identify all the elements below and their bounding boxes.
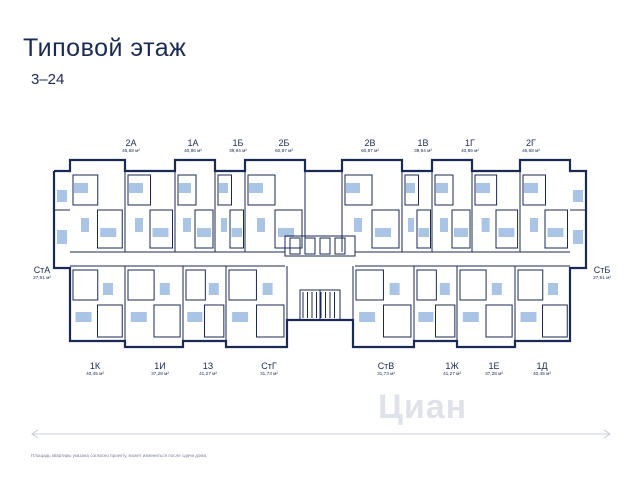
- footnote: Площадь квартиры указана согласно проект…: [31, 453, 208, 458]
- apartment-number: 1Г: [465, 138, 475, 148]
- apartment-area: 46,68 м²: [522, 148, 540, 154]
- apartment-number: 1З: [202, 361, 214, 371]
- apartment-area: 60,87 м²: [275, 148, 293, 154]
- apartment-area: 40,86 м²: [184, 148, 202, 154]
- apartment-number: 2Б: [278, 138, 290, 148]
- page-title: Типовой этаж: [23, 34, 187, 62]
- apartment-area: 41,27 м²: [199, 371, 217, 377]
- apartment-number: 1И: [154, 361, 166, 371]
- apartment-area: 37,28 м²: [485, 371, 503, 377]
- apartment-number: 1Е: [488, 361, 500, 371]
- floor-range: 3–24: [31, 71, 65, 88]
- apartment-number: 2Г: [526, 138, 536, 148]
- apartment-number: СтГ: [261, 361, 277, 371]
- apartment-area: 40,45 м²: [86, 371, 104, 377]
- apartment-area: 27,61 м²: [33, 275, 51, 281]
- apartment-area: 27,61 м²: [593, 275, 611, 281]
- apartment-area: 46,68 м²: [122, 148, 140, 154]
- apartment-number: 1Д: [536, 361, 548, 371]
- watermark: Циан: [378, 388, 468, 426]
- direction-arrow-icon: [31, 429, 611, 439]
- apartment-number: 1К: [89, 361, 101, 371]
- apartment-area: 39,94 м²: [414, 148, 432, 154]
- apartment-number: 1А: [187, 138, 199, 148]
- apartment-number: 2В: [364, 138, 376, 148]
- apartment-number: 1Ж: [445, 361, 459, 371]
- apartment-area: 39,94 м²: [229, 148, 247, 154]
- apartment-area: 40,86 м²: [461, 148, 479, 154]
- apartment-area: 31,73 м²: [377, 371, 395, 377]
- apartment-area: 60,87 м²: [361, 148, 379, 154]
- apartment-area: 40,45 м²: [533, 371, 551, 377]
- apartment-number: СтБ: [593, 265, 611, 275]
- apartment-number: СтА: [33, 265, 51, 275]
- apartment-area: 37,28 м²: [151, 371, 169, 377]
- apartment-number: 1В: [417, 138, 429, 148]
- apartment-number: 2А: [125, 138, 137, 148]
- apartment-number: СтВ: [377, 361, 395, 371]
- apartment-area: 41,27 м²: [443, 371, 461, 377]
- apartment-number: 1Б: [232, 138, 244, 148]
- apartment-area: 31,73 м²: [260, 371, 278, 377]
